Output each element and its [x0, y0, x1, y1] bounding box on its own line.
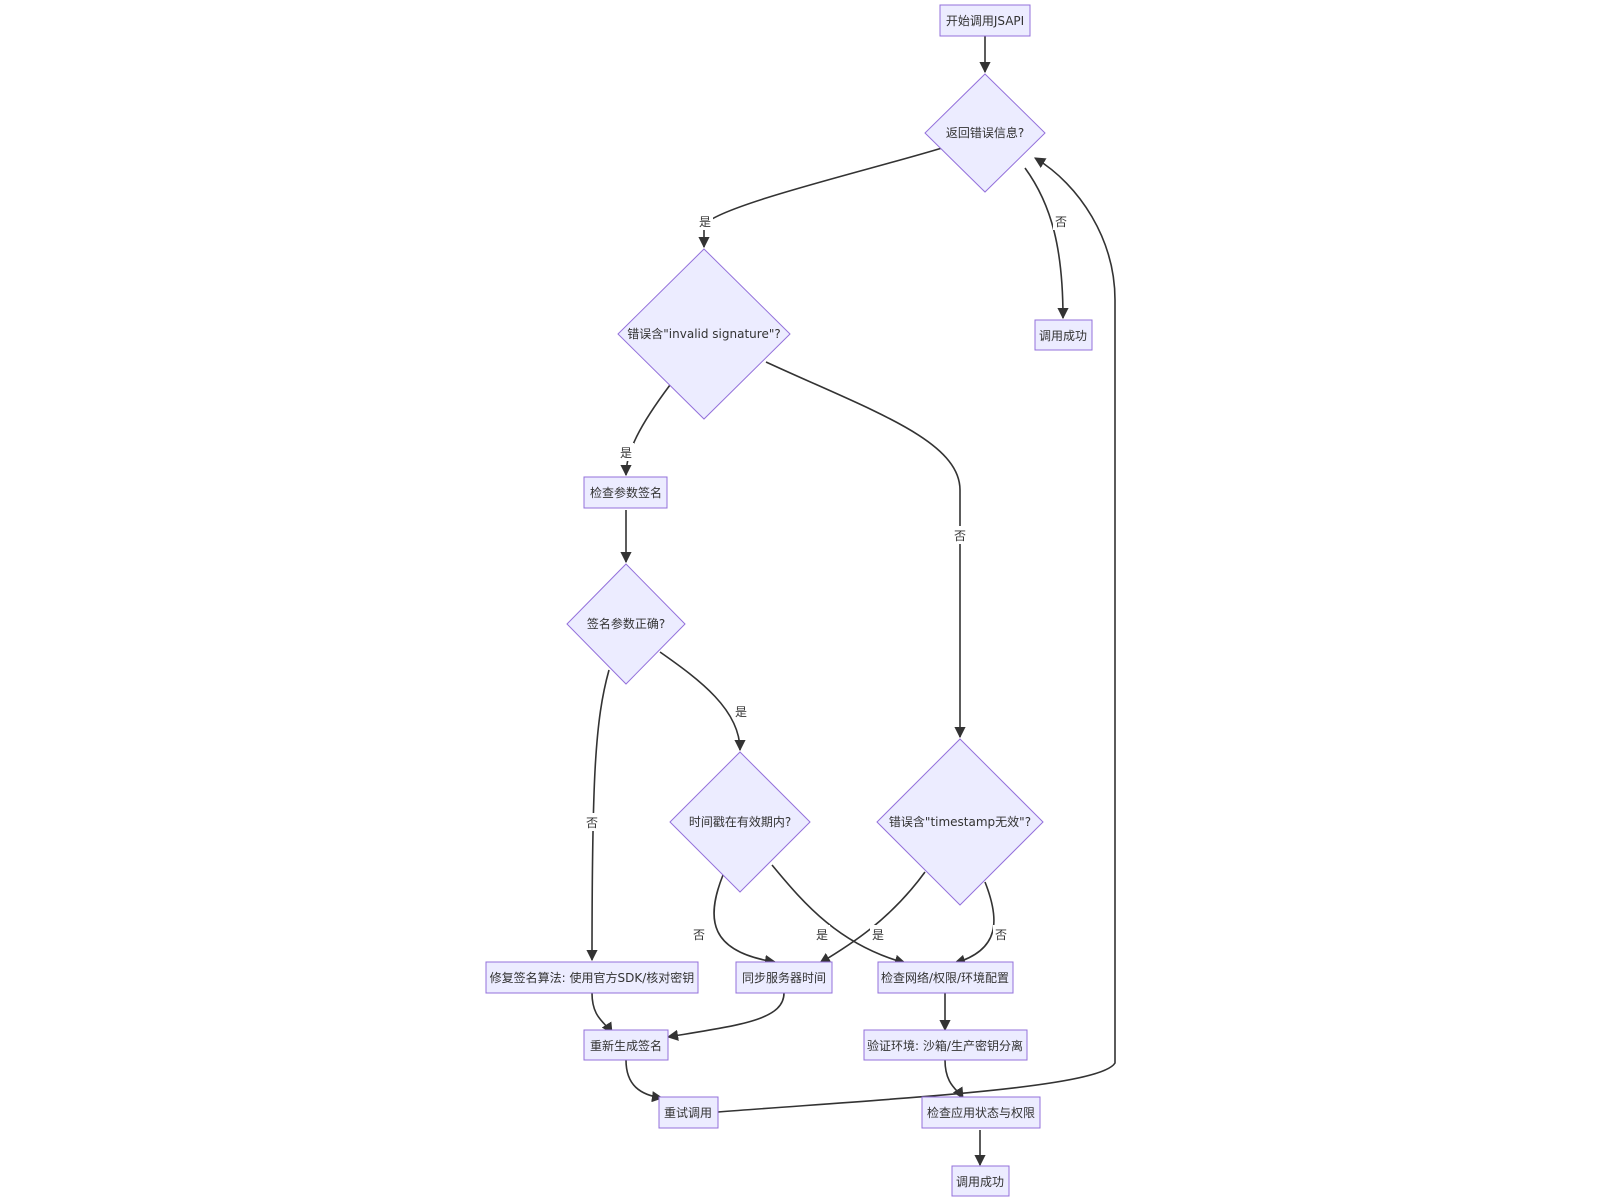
edge-label-ts-valid-yes: 是 [814, 925, 830, 943]
edge-retry-to-error [717, 157, 1116, 1113]
node-retry: 重试调用 [658, 1096, 719, 1129]
edge-label-sig-yes: 是 [618, 443, 634, 461]
svg-text:是: 是 [816, 928, 828, 942]
edge-timestamp-err-to-check-net [953, 881, 995, 966]
svg-text:错误含"timestamp无效"?: 错误含"timestamp无效"? [889, 814, 1031, 829]
node-ok-bottom: 调用成功 [951, 1165, 1010, 1197]
edge-label-params-yes: 是 [733, 702, 749, 720]
edge-label-ts-err-no: 否 [993, 925, 1009, 943]
edge-label-params-no: 否 [584, 813, 600, 831]
svg-text:错误含"invalid signature"?: 错误含"invalid signature"? [627, 326, 780, 341]
svg-text:验证环境: 沙箱/生产密钥分离: 验证环境: 沙箱/生产密钥分离 [867, 1038, 1023, 1053]
edge-verify-to-check-app [944, 1059, 964, 1099]
node-q-error: 返回错误信息? [924, 73, 1046, 193]
svg-text:是: 是 [735, 705, 747, 719]
svg-text:否: 否 [693, 928, 705, 942]
svg-text:开始调用JSAPI: 开始调用JSAPI [946, 14, 1024, 28]
svg-text:检查网络/权限/环境配置: 检查网络/权限/环境配置 [881, 970, 1009, 985]
svg-text:调用成功: 调用成功 [956, 1175, 1004, 1189]
node-q-timestamp-error: 错误含"timestamp无效"? [876, 738, 1044, 906]
svg-text:是: 是 [620, 446, 632, 460]
svg-text:调用成功: 调用成功 [1039, 329, 1087, 343]
edge-label-error-no: 否 [1053, 212, 1069, 230]
edge-label-ts-err-yes: 是 [870, 925, 886, 943]
svg-text:否: 否 [586, 816, 598, 830]
edge-error-to-ok [1024, 167, 1069, 320]
svg-text:修复签名算法: 使用官方SDK/核对密钥: 修复签名算法: 使用官方SDK/核对密钥 [490, 970, 695, 985]
edge-timestamp-valid-to-sync [713, 874, 777, 966]
node-check-network: 检查网络/权限/环境配置 [877, 961, 1014, 994]
node-q-timestamp-valid: 时间戳在有效期内? [669, 751, 811, 893]
edge-regen-to-retry [625, 1059, 664, 1103]
edge-error-to-invalid-sig [698, 147, 943, 249]
node-verify-env: 验证环境: 沙箱/生产密钥分离 [863, 1029, 1028, 1061]
svg-text:返回错误信息?: 返回错误信息? [946, 125, 1024, 140]
svg-text:否: 否 [954, 529, 966, 543]
node-check-app: 检查应用状态与权限 [921, 1096, 1041, 1129]
svg-text:是: 是 [872, 928, 884, 942]
svg-text:否: 否 [995, 928, 1007, 942]
edge-label-sig-no: 否 [952, 526, 968, 544]
edge-label-ts-valid-no: 否 [691, 925, 707, 943]
edge-invalid-sig-to-check-sign [620, 384, 671, 477]
svg-text:检查参数签名: 检查参数签名 [590, 485, 662, 500]
edge-fix-to-regen [591, 992, 613, 1034]
node-q-invalid-signature: 错误含"invalid signature"? [617, 248, 791, 420]
edge-sync-to-regen [666, 992, 785, 1041]
edge-params-to-fix [586, 669, 610, 962]
svg-text:是: 是 [699, 215, 711, 229]
svg-text:时间戳在有效期内?: 时间戳在有效期内? [689, 814, 791, 829]
edge-params-to-timestamp-valid [659, 651, 746, 752]
svg-text:检查应用状态与权限: 检查应用状态与权限 [927, 1105, 1035, 1120]
node-sync-time: 同步服务器时间 [735, 961, 833, 994]
node-regen-sign: 重新生成签名 [583, 1029, 669, 1061]
svg-text:同步服务器时间: 同步服务器时间 [742, 970, 826, 985]
edge-invalid-sig-to-timestamp-err [765, 361, 966, 739]
svg-text:重试调用: 重试调用 [664, 1105, 712, 1120]
node-q-sign-params: 签名参数正确? [566, 563, 686, 685]
svg-text:重新生成签名: 重新生成签名 [590, 1038, 662, 1053]
node-fix-algorithm: 修复签名算法: 使用官方SDK/核对密钥 [485, 961, 699, 994]
node-ok-top: 调用成功 [1034, 319, 1093, 351]
edge-label-error-yes: 是 [697, 212, 713, 230]
svg-text:否: 否 [1055, 215, 1067, 229]
svg-text:签名参数正确?: 签名参数正确? [587, 616, 665, 631]
edge-timestamp-err-to-sync [819, 871, 926, 964]
edge-timestamp-valid-to-check-net [771, 864, 907, 966]
node-start: 开始调用JSAPI [939, 4, 1031, 37]
node-check-sign: 检查参数签名 [583, 476, 668, 509]
